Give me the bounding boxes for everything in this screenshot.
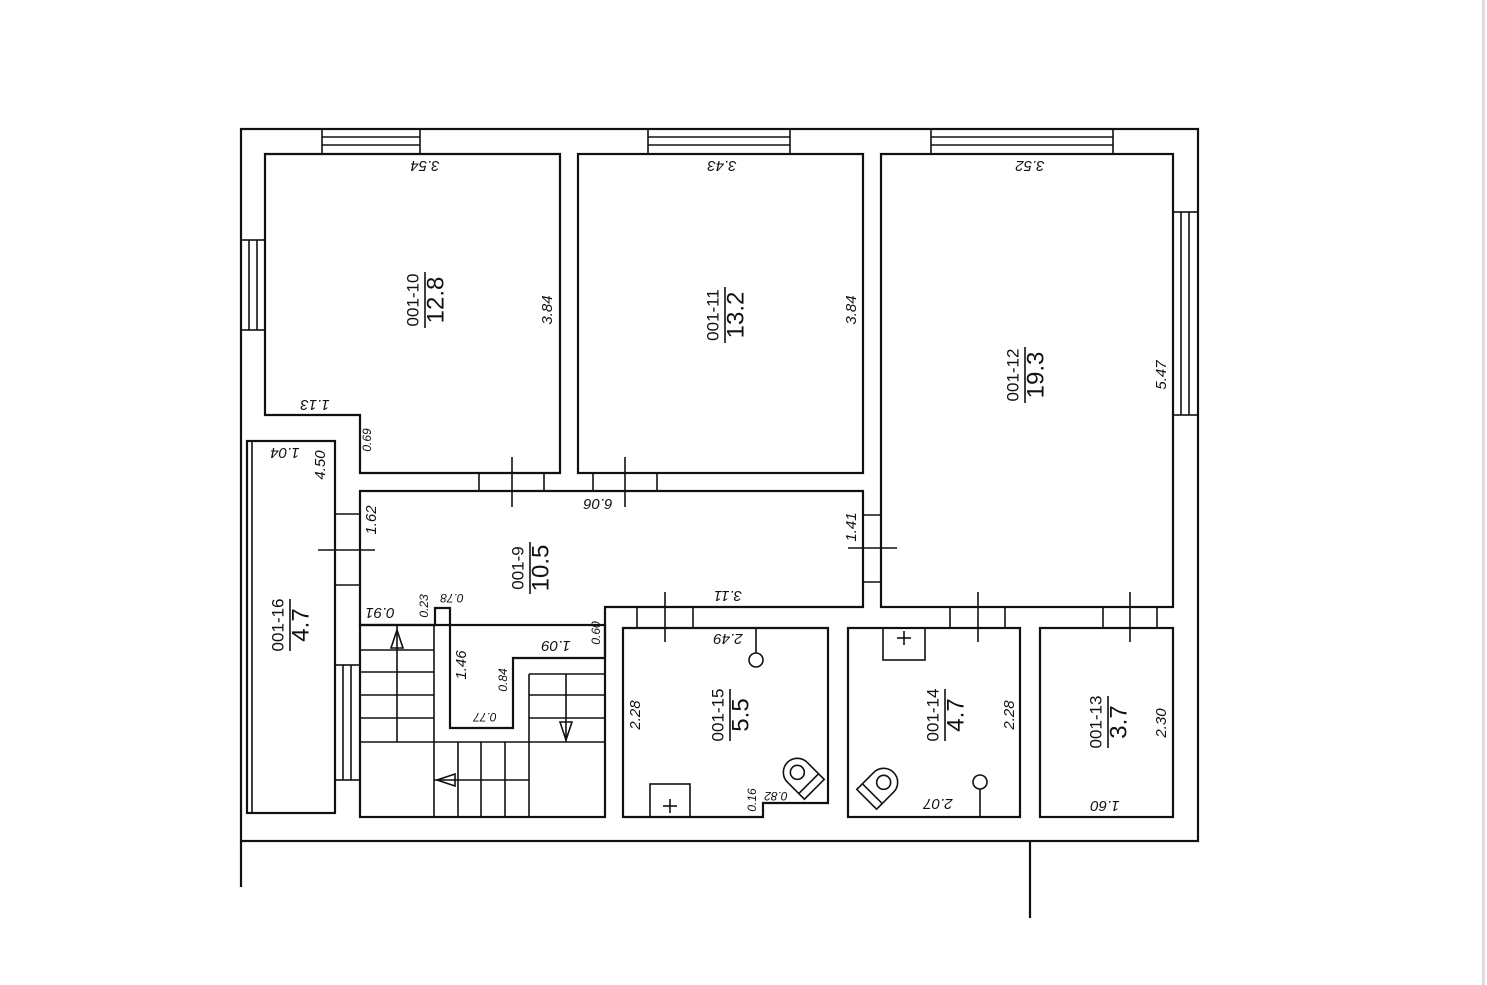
dimension-label: 0.78 bbox=[440, 591, 464, 605]
room-label-001-15[interactable]: 001-15 5.5 bbox=[708, 689, 754, 742]
room-001-13-outline bbox=[1038, 626, 1175, 819]
room-id: 001-15 bbox=[708, 689, 727, 742]
room-label-001-9[interactable]: 001-9 10.5 bbox=[508, 542, 554, 594]
sink-icon bbox=[748, 628, 764, 668]
room-001-15-outline bbox=[621, 626, 830, 819]
doors bbox=[318, 457, 1158, 642]
room-id: 001-9 bbox=[508, 546, 527, 589]
dimension-label: 3.84 bbox=[539, 295, 556, 324]
room-id: 001-10 bbox=[403, 274, 422, 327]
room-001-16-outline bbox=[245, 439, 337, 815]
room-id: 001-11 bbox=[703, 289, 722, 341]
dimension-label: 0.69 bbox=[360, 428, 374, 452]
dimension-label: 0.60 bbox=[589, 621, 603, 645]
dimension-label: 2.49 bbox=[713, 630, 744, 647]
staircase bbox=[358, 623, 607, 819]
room-001-12-outline bbox=[879, 152, 1175, 609]
dimension-label: 0.16 bbox=[745, 788, 759, 812]
room-id: 001-14 bbox=[923, 689, 942, 742]
dimension-label: 2.07 bbox=[923, 795, 954, 812]
dimension-label: 1.62 bbox=[363, 505, 380, 535]
room-label-001-11[interactable]: 001-11 13.2 bbox=[703, 287, 749, 343]
dimension-label: 3.11 bbox=[714, 587, 742, 604]
room-label-001-12[interactable]: 001-12 19.3 bbox=[1003, 347, 1049, 403]
room-area: 12.8 bbox=[422, 277, 449, 324]
stair-arrow-icon bbox=[434, 772, 456, 788]
room-001-10-outline bbox=[263, 152, 562, 475]
room-001-14-outline bbox=[846, 626, 1022, 819]
dimension-label: 0.91 bbox=[365, 604, 394, 621]
dimension-label: 0.84 bbox=[496, 668, 510, 692]
dimension-label: 3.54 bbox=[410, 157, 439, 174]
fixtures bbox=[649, 627, 988, 818]
dimension-label: 0.82 bbox=[764, 789, 788, 803]
dimension-label: 0.23 bbox=[417, 594, 431, 618]
room-label-001-16[interactable]: 001-16 4.7 bbox=[268, 599, 314, 652]
dimension-label: 4.50 bbox=[312, 450, 329, 480]
sink-icon bbox=[972, 774, 988, 817]
room-area: 4.7 bbox=[287, 608, 314, 641]
toilet-icon bbox=[855, 767, 899, 811]
dimension-label: 3.43 bbox=[707, 157, 737, 174]
shower-icon bbox=[649, 783, 691, 818]
dimension-label: 1.41 bbox=[843, 512, 860, 541]
room-001-9-outline bbox=[358, 489, 865, 730]
dimension-label: 1.60 bbox=[1090, 797, 1120, 814]
room-area: 5.5 bbox=[727, 698, 754, 731]
dimension-label: 0.77 bbox=[472, 710, 497, 724]
room-area: 3.7 bbox=[1105, 705, 1132, 738]
dimension-label: 1.04 bbox=[270, 444, 299, 461]
room-area: 10.5 bbox=[527, 545, 554, 592]
dimension-label: 5.47 bbox=[1153, 360, 1170, 390]
dimension-label: 1.09 bbox=[541, 637, 571, 654]
stair-arrow-icon bbox=[558, 721, 574, 743]
room-area: 4.7 bbox=[942, 698, 969, 731]
room-area: 19.3 bbox=[1022, 352, 1049, 399]
stair-arrow-icon bbox=[389, 627, 405, 649]
windows bbox=[240, 128, 1199, 781]
shower-icon bbox=[882, 627, 926, 661]
room-id: 001-12 bbox=[1003, 349, 1022, 402]
room-label-001-10[interactable]: 001-10 12.8 bbox=[403, 272, 449, 328]
room-label-001-13[interactable]: 001-13 3.7 bbox=[1086, 696, 1132, 749]
room-001-11-outline bbox=[576, 152, 865, 475]
dimension-label: 2.28 bbox=[627, 700, 644, 731]
dimension-label: 1.46 bbox=[453, 650, 470, 680]
room-area: 13.2 bbox=[722, 292, 749, 339]
scrollbar[interactable] bbox=[1482, 0, 1485, 985]
dimension-label: 2.28 bbox=[1001, 700, 1018, 731]
dimension-label: 1.13 bbox=[300, 396, 330, 413]
dimensions: 3.54 3.43 3.52 3.84 3.84 5.47 1.13 0.69 … bbox=[270, 157, 1170, 814]
toilet-icon bbox=[782, 757, 826, 801]
room-id: 001-16 bbox=[268, 599, 287, 652]
dimension-label: 3.84 bbox=[843, 295, 860, 324]
room-id: 001-13 bbox=[1086, 696, 1105, 749]
dimension-label: 2.30 bbox=[1153, 708, 1170, 739]
dimension-label: 6.06 bbox=[583, 495, 613, 512]
room-label-001-14[interactable]: 001-14 4.7 bbox=[923, 689, 969, 742]
dimension-label: 3.52 bbox=[1015, 157, 1045, 174]
